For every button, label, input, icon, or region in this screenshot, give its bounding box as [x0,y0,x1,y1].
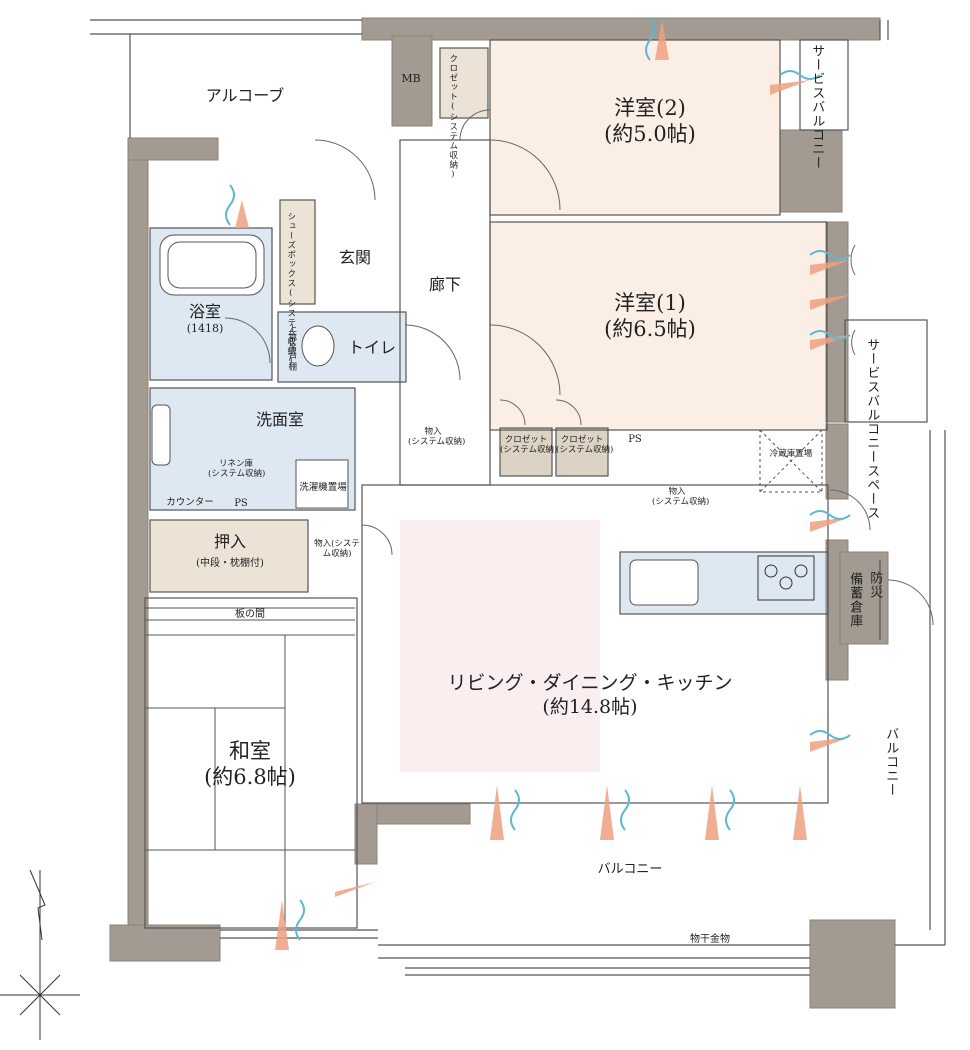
label-ps1: PS [628,434,642,445]
wall-top-right [361,17,881,41]
bathtub-icon [159,234,265,296]
label-counter: カウンター [166,497,214,508]
label-mono2: 物入(システム収納) [652,487,710,507]
label-dryer: 物干金物 [690,934,730,945]
wash-basin-icon [151,404,171,466]
label-disaster: 防災 [867,571,883,599]
label-balcony-right: バルコニー [883,727,899,797]
column-bottom-left [109,924,221,962]
label-linen: リネン庫(システム収納) [208,459,266,479]
shoebox-fill [280,200,315,304]
label-mono3: 物入(システム収納) [314,539,360,559]
label-washer: 洗濯機置場 [299,482,347,493]
label-service-balcony-top: サービスバルコニー [809,44,825,170]
western-room-1-floor [490,222,827,430]
label-service-balcony-right: サービスバルコニースペース [864,338,880,520]
oshiire-fill [150,520,308,592]
wall-east-storage [825,423,849,500]
washer-icon [295,459,349,509]
room-label-japanese: 和室 (約6.8帖) [204,739,296,790]
closet-b-fill [556,428,608,476]
label-closet-w2: クロゼット(システム収納) [447,54,458,181]
closet-a-fill [500,428,552,476]
toilet-floor [278,312,406,382]
room-label-western2: 洋室(2) (約5.0帖) [604,96,696,147]
wall-stub-sb [779,129,843,213]
wall-jp-right [354,803,378,865]
label-fridge: 冷蔵庫置場 [769,449,813,459]
closet-w2-fill [440,48,488,118]
label-closet-a: クロゼット(システム収納) [500,435,558,455]
label-closet-b: クロゼット(システム収納) [556,435,614,455]
western-room-2-floor [490,40,780,215]
label-mb: MB [401,72,421,85]
label-disaster-storage: 備蓄倉庫 [847,572,863,628]
room-label-bath: 浴室 (1418) [186,302,224,335]
ventilation-arrows [235,20,850,950]
ldk-center [400,520,600,772]
toilet-icon [301,325,335,367]
label-itanoma: 板の間 [235,609,265,620]
wall-east-mid [825,221,849,423]
room-label-alcove: アルコーブ [205,86,285,105]
room-label-entrance: 玄関 [338,248,371,267]
fridge-place [759,429,823,493]
kitchen-sink-icon [629,559,699,606]
label-shoebox: シューズボックス(システム収納) [285,212,296,367]
column-bottom-right [809,919,896,1009]
stove-icon [757,555,815,601]
label-upper-shelf: 上部吊戸棚 [286,324,297,372]
room-label-ldk: リビング・ダイニング・キッチン (約14.8帖) [447,672,733,718]
wall-ldk-bottom [361,803,471,825]
north-compass-icon [0,869,80,1040]
label-mono1: 物入(システム収納) [408,427,466,447]
label-oshiire: 押入 (中段・枕棚付) [196,532,264,569]
label-balcony-bottom: バルコニー [597,862,663,877]
wall-mb [391,35,433,127]
label-ps2: PS [234,498,248,509]
room-label-washroom: 洗面室 [255,410,304,429]
wall-west-top [127,137,219,161]
room-label-corridor: 廊下 [428,275,461,294]
room-label-toilet: トイレ [347,338,396,357]
room-label-western1: 洋室(1) (約6.5帖) [604,291,696,342]
